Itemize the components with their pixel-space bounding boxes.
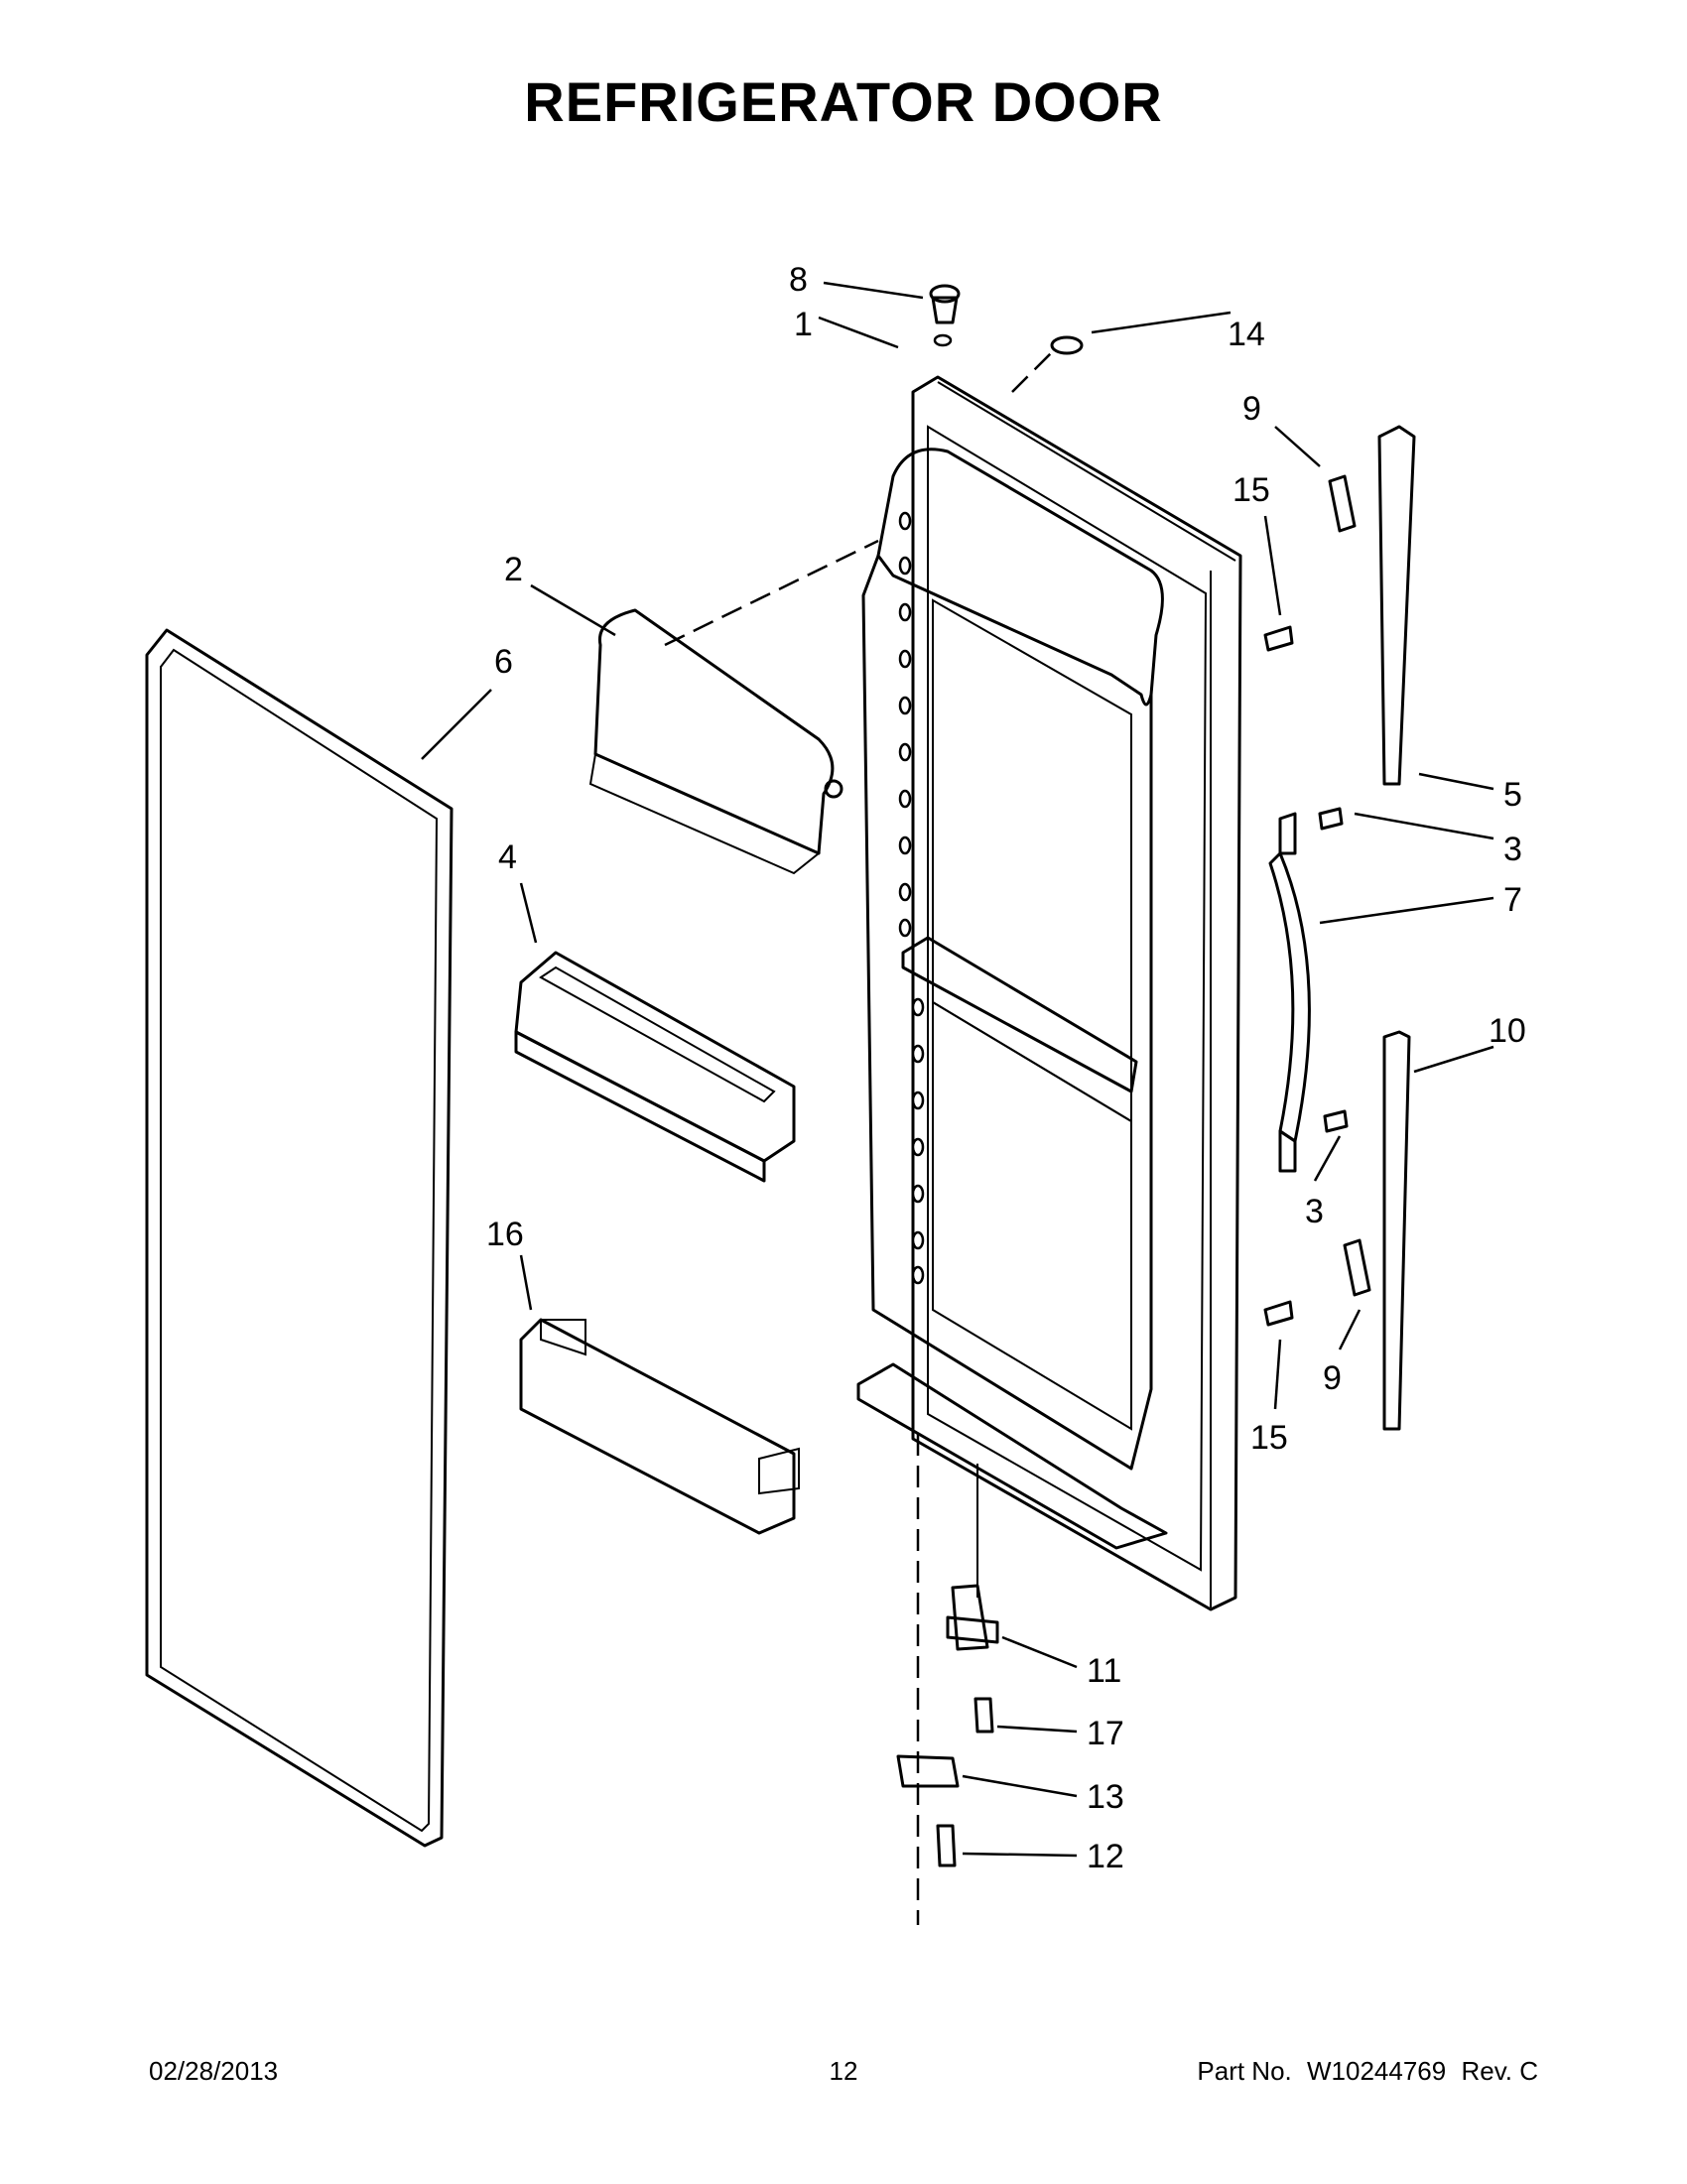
callout-17: 17	[1087, 1715, 1124, 1752]
screw-15-upper[interactable]	[1263, 625, 1294, 652]
callout-4: 4	[498, 838, 517, 876]
callout-9-lower: 9	[1323, 1359, 1342, 1397]
callout-labels: 8 1 14 9 15 2 6 5 3 7 4 10 3 16 9 15 11 …	[486, 261, 1526, 1875]
callout-8: 8	[789, 261, 808, 299]
callout-10: 10	[1489, 1012, 1526, 1050]
callout-12: 12	[1087, 1838, 1124, 1875]
screw-3-upper[interactable]	[1318, 807, 1344, 831]
callout-3-lower: 3	[1305, 1193, 1324, 1230]
bracket-9-upper[interactable]	[1328, 474, 1357, 533]
callout-14: 14	[1228, 316, 1265, 353]
bottom-door-bin[interactable]	[519, 1318, 800, 1535]
bracket-9-lower[interactable]	[1343, 1238, 1371, 1297]
callout-9-upper: 9	[1242, 390, 1261, 428]
footer-part-info: Part No. W10244769 Rev. C	[1189, 2056, 1538, 2087]
part-number: W10244769	[1307, 2056, 1447, 2086]
page-title: REFRIGERATOR DOOR	[524, 70, 1163, 133]
callout-16: 16	[486, 1216, 524, 1253]
hinge-screw[interactable]	[936, 1824, 957, 1867]
footer-date: 02/28/2013	[149, 2056, 279, 2086]
leader-lines	[421, 281, 1494, 1858]
callout-1: 1	[794, 306, 813, 343]
washer[interactable]	[1050, 335, 1084, 355]
door-assembly[interactable]	[856, 333, 1242, 1611]
revision: Rev. C	[1461, 2056, 1538, 2086]
callout-11: 11	[1087, 1652, 1121, 1690]
callout-5: 5	[1503, 776, 1522, 814]
callout-6: 6	[494, 643, 513, 681]
door-bin[interactable]	[514, 951, 796, 1183]
callout-15-lower: 15	[1250, 1419, 1288, 1457]
lower-trim[interactable]	[1382, 1030, 1411, 1431]
dairy-door[interactable]	[588, 608, 844, 875]
screw-3-lower[interactable]	[1323, 1109, 1349, 1133]
door-gasket[interactable]	[145, 628, 454, 1848]
door-handle[interactable]	[1268, 812, 1311, 1173]
callout-2: 2	[504, 551, 523, 588]
part-label: Part No.	[1197, 2056, 1292, 2086]
hinge-bracket[interactable]	[896, 1754, 960, 1788]
lower-hinge[interactable]	[946, 1584, 999, 1651]
screw-15-lower[interactable]	[1263, 1300, 1294, 1327]
callout-3-upper: 3	[1503, 831, 1522, 868]
door-top-plug[interactable]	[929, 284, 961, 324]
upper-trim[interactable]	[1377, 425, 1416, 786]
door-side-holes	[898, 511, 925, 1285]
callout-13: 13	[1087, 1778, 1124, 1816]
footer-page-number: 12	[829, 2056, 858, 2086]
callout-7: 7	[1503, 881, 1522, 919]
hinge-pin-screw[interactable]	[973, 1697, 994, 1734]
callout-15-upper: 15	[1233, 471, 1270, 509]
